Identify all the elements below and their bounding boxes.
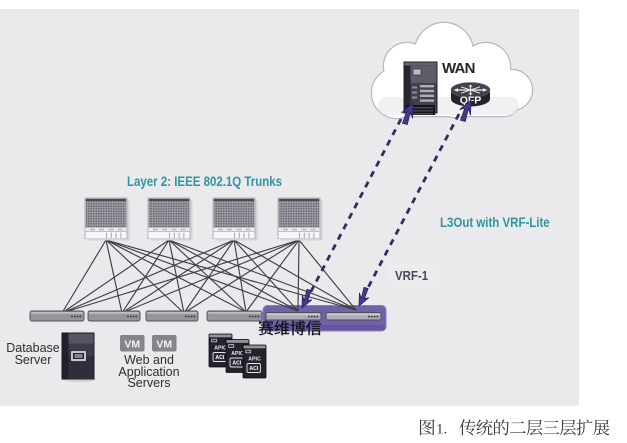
svg-text:VM: VM [124, 338, 140, 350]
svg-text:APIC: APIC [214, 346, 227, 352]
svg-text:1.: 1. [436, 422, 447, 438]
svg-text:ACI: ACI [215, 355, 224, 361]
svg-text:APIC: APIC [231, 351, 244, 357]
svg-text:ACI: ACI [232, 361, 241, 367]
svg-text:ACI: ACI [249, 366, 258, 372]
svg-text:APIC: APIC [248, 357, 261, 363]
svg-text:VM: VM [156, 338, 172, 350]
